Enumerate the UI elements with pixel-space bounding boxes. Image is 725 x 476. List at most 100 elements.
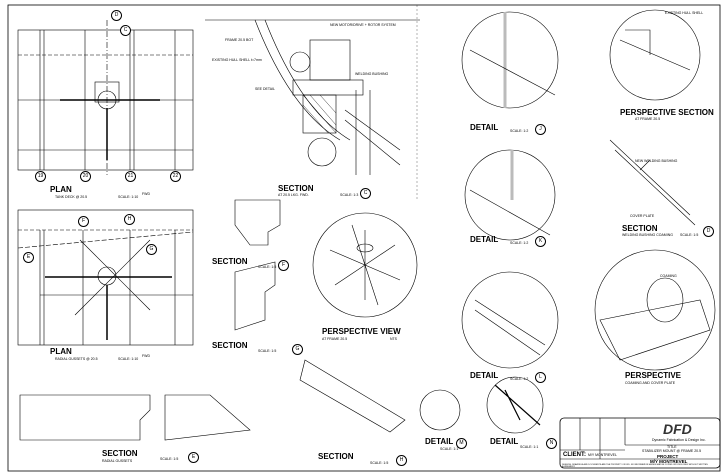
project-label: PROJECT bbox=[657, 454, 679, 459]
plan-top-drawing bbox=[17, 20, 194, 175]
grid-label: 19 bbox=[35, 171, 46, 182]
section-f-profile bbox=[234, 199, 281, 246]
detail-l-ref: L bbox=[535, 372, 546, 383]
section-h-title: SECTION bbox=[318, 452, 354, 461]
section-c-title: SECTION bbox=[278, 184, 314, 193]
perspective-view-title: PERSPECTIVE VIEW bbox=[322, 327, 401, 336]
section-marker[interactable]: G bbox=[146, 244, 157, 255]
callout-see-detail: SEE DETAIL bbox=[255, 87, 275, 91]
callout-existing-hull: EXISTING HULL SHELL bbox=[665, 11, 704, 15]
detail-j-ref: J bbox=[535, 124, 546, 135]
grid-label: 20 bbox=[80, 171, 91, 182]
client-label: CLIENT: bbox=[563, 452, 586, 458]
perspective-section-subtitle: AT FRAME 20.5 bbox=[635, 117, 661, 121]
detail-m-scale: SCALE: 1:1 bbox=[440, 447, 459, 451]
section-marker[interactable]: E bbox=[23, 252, 34, 263]
section-c-drawing bbox=[205, 19, 420, 175]
sheet-border bbox=[7, 4, 721, 472]
section-g-ref: G bbox=[292, 344, 303, 355]
perspective-section-title: PERSPECTIVE SECTION bbox=[620, 108, 714, 117]
client-name: M/Y MONTREVEL bbox=[588, 453, 617, 457]
callout-new-bushing: NEW WELDING BUSHING bbox=[635, 159, 678, 163]
company-name: Dynamic Fabrication & Design Inc. bbox=[652, 438, 706, 442]
drawing-title: STABILIZER MOUNT @ FRAME 20.5 bbox=[642, 449, 702, 453]
detail-k-scale: SCALE: 1:2 bbox=[510, 241, 529, 245]
callout-bushing: WELDING BUSHING bbox=[355, 72, 389, 76]
callout-motor: NEW MOTOR/DRIVE + ROTOR SYSTEM bbox=[330, 23, 396, 27]
section-e-ref: E bbox=[188, 452, 199, 463]
callout-hull: EXISTING HULL SHELL t=7mm bbox=[212, 58, 262, 62]
section-g-scale: SCALE: 1:5 bbox=[258, 349, 277, 353]
detail-k-ref: K bbox=[535, 236, 546, 247]
detail-j-scale: SCALE: 1:2 bbox=[510, 129, 529, 133]
plan-bottom-scale: SCALE: 1:10 bbox=[118, 357, 139, 361]
section-d-profile bbox=[609, 139, 696, 226]
section-d-ref: D bbox=[703, 226, 714, 237]
plan-top-title: PLAN bbox=[50, 185, 72, 194]
section-e-title: SECTION bbox=[102, 449, 138, 458]
plan-top-scale: SCALE: 1:10 bbox=[118, 195, 139, 199]
detail-l-circle bbox=[461, 271, 559, 369]
section-e-profile-2 bbox=[164, 394, 251, 441]
detail-n-ref: N bbox=[546, 438, 557, 449]
plan-bottom-subtitle: RADIAL GUSSETS @ 20.5 bbox=[55, 357, 98, 361]
detail-n-scale: SCALE: 1:1 bbox=[520, 445, 539, 449]
project-name: M/Y MONTREVEL bbox=[650, 459, 688, 464]
callout-coaming: COAMING bbox=[660, 274, 677, 278]
detail-j-circle bbox=[461, 11, 559, 109]
detail-n-title: DETAIL bbox=[490, 437, 519, 446]
detail-l-title: DETAIL bbox=[470, 371, 499, 380]
section-d-title: SECTION bbox=[622, 224, 658, 233]
section-c-subtitle: AT 20.5 LKG. FWD. bbox=[278, 193, 309, 197]
perspective-coaming-circle bbox=[594, 249, 716, 371]
detail-j-title: DETAIL bbox=[470, 123, 499, 132]
detail-m-circle bbox=[419, 389, 461, 431]
section-d-subtitle: WELDING BUSHING COAMING bbox=[622, 233, 673, 237]
detail-k-title: DETAIL bbox=[470, 235, 499, 244]
grid-label: 22 bbox=[170, 171, 181, 182]
plan-bottom-drawing bbox=[17, 209, 194, 346]
detail-m-ref: M bbox=[456, 438, 467, 449]
section-marker[interactable]: C bbox=[120, 25, 131, 36]
detail-l-scale: SCALE: 1:2 bbox=[510, 377, 529, 381]
section-f-title: SECTION bbox=[212, 257, 248, 266]
perspective-view-drawing bbox=[312, 212, 418, 318]
section-c-scale: SCALE: 1:3 bbox=[340, 193, 359, 197]
section-marker[interactable]: H bbox=[124, 214, 135, 225]
perspective-section-circle bbox=[609, 9, 701, 101]
section-g-profile bbox=[234, 261, 276, 331]
section-c-ref: C bbox=[360, 188, 371, 199]
perspective-coaming-title: PERSPECTIVE bbox=[625, 371, 682, 380]
callout-cover-plate: COVER PLATE bbox=[630, 214, 655, 218]
perspective-view-scale: NTS bbox=[390, 337, 397, 341]
section-h-profile bbox=[299, 359, 406, 433]
section-h-ref: H bbox=[396, 455, 407, 466]
company-logo: DFD bbox=[663, 421, 692, 437]
section-f-ref: F bbox=[278, 260, 289, 271]
plan-bottom-fwd: FWD bbox=[142, 354, 150, 358]
perspective-coaming-subtitle: COAMING AND COVER PLATE bbox=[625, 381, 676, 385]
section-marker[interactable]: F bbox=[78, 216, 89, 227]
section-d-scale: SCALE: 1:5 bbox=[680, 233, 699, 237]
section-e-subtitle: RADIAL GUSSETS bbox=[102, 459, 133, 463]
section-g-title: SECTION bbox=[212, 341, 248, 350]
title-label: TITLE bbox=[667, 445, 677, 449]
perspective-view-subtitle: AT FRAME 20.5 bbox=[322, 337, 348, 341]
detail-n-circle bbox=[486, 376, 544, 434]
detail-m-title: DETAIL bbox=[425, 437, 454, 446]
plan-bottom-title: PLAN bbox=[50, 347, 72, 356]
plan-top-fwd: FWD bbox=[142, 192, 150, 196]
section-e-scale: SCALE: 1:5 bbox=[160, 457, 179, 461]
section-e-profile-1 bbox=[19, 394, 151, 441]
section-h-scale: SCALE: 1:5 bbox=[370, 461, 389, 465]
grid-label: 21 bbox=[125, 171, 136, 182]
disclaimer: DESIGNS, DRAWINGS AND DOCUMENTS ARE THE … bbox=[562, 464, 708, 468]
plan-top-subtitle: TANK DECK @ 20.5 bbox=[55, 195, 88, 199]
section-marker[interactable]: D bbox=[111, 10, 122, 21]
detail-k-circle bbox=[464, 149, 556, 241]
section-f-scale: SCALE: 1:5 bbox=[258, 265, 277, 269]
title-block-frame bbox=[559, 417, 721, 469]
callout-frame: FRAME 20.5 BOT bbox=[225, 38, 254, 42]
